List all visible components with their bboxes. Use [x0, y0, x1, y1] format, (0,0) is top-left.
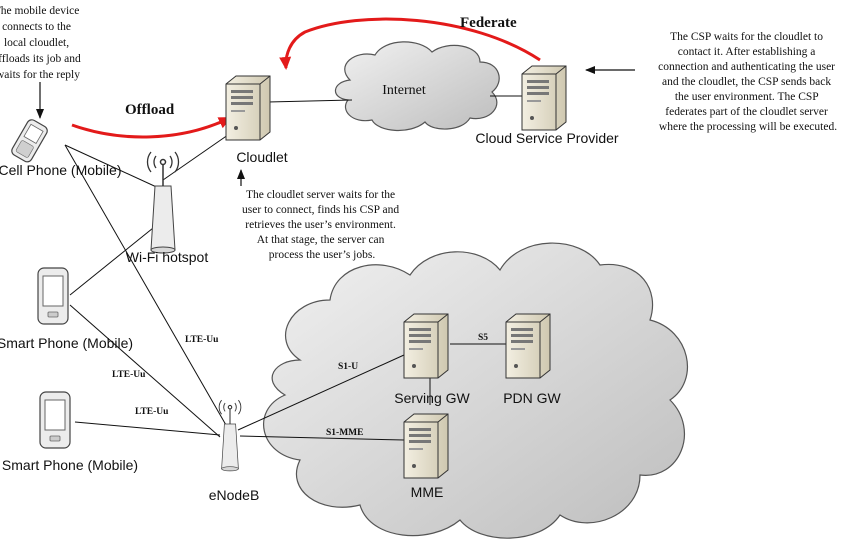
lte-uu-label-1: LTE-Uu: [185, 335, 219, 345]
pdn-gw-server-icon: [505, 313, 551, 379]
offload-label: Offload: [125, 102, 175, 118]
lte-uu-label-2: LTE-Uu: [112, 370, 146, 380]
link-cellphone-enodeb: [64, 144, 231, 433]
smartphone-icon-2: [39, 391, 71, 449]
mobile-core-cloud: [263, 242, 688, 539]
enodeb-label: eNodeB: [209, 487, 260, 503]
serving-gw-label: Serving GW: [394, 390, 470, 406]
csp-note: The CSP waits for the cloudlet to contac…: [658, 31, 838, 133]
s5-label: S5: [478, 333, 488, 343]
internet-cloud: [334, 41, 500, 132]
link-s1-u: [237, 354, 405, 431]
link-cellphone-wifi: [64, 144, 164, 191]
cloudlet-note: The cloudlet server waits for the user t…: [242, 189, 402, 261]
pdn-gw-label: PDN GW: [503, 390, 561, 406]
link-cloudlet-internet: [267, 99, 353, 103]
lte-uu-label-3: LTE-Uu: [135, 407, 169, 417]
enodeb-icon: [218, 399, 242, 472]
link-smartphone1-wifi: [69, 219, 164, 296]
s1-u-label: S1-U: [338, 362, 358, 372]
mme-label: MME: [411, 484, 444, 500]
offload-arrow: [71, 116, 232, 139]
link-smartphone1-enodeb: [69, 304, 221, 438]
connection-lines: [64, 95, 522, 441]
federate-arrow: [279, 17, 541, 70]
smartphone-icon-1: [37, 267, 69, 325]
wifi-hotspot-label: Wi-Fi hotspot: [126, 249, 209, 265]
link-smartphone2-enodeb: [74, 421, 221, 436]
mobile-note: The mobile device connects to the local …: [0, 5, 84, 81]
federate-label: Federate: [460, 15, 517, 31]
smart-phone-1-label: Smart Phone (Mobile): [0, 335, 133, 351]
csp-label: Cloud Service Provider: [475, 130, 619, 146]
internet-label: Internet: [382, 83, 426, 98]
s1-mme-label: S1-MME: [326, 428, 363, 438]
cell-phone-icon: [11, 119, 48, 163]
cell-phone-label: Cell Phone (Mobile): [0, 162, 121, 178]
smart-phone-2-label: Smart Phone (Mobile): [2, 457, 138, 473]
cloudlet-server-icon: [225, 75, 271, 141]
cloudlet-label: Cloudlet: [236, 149, 287, 165]
wifi-hotspot-icon: [146, 151, 180, 254]
mme-server-icon: [403, 413, 449, 479]
csp-server-icon: [521, 65, 567, 131]
serving-gw-server-icon: [403, 313, 449, 379]
link-s1-mme: [239, 435, 405, 441]
